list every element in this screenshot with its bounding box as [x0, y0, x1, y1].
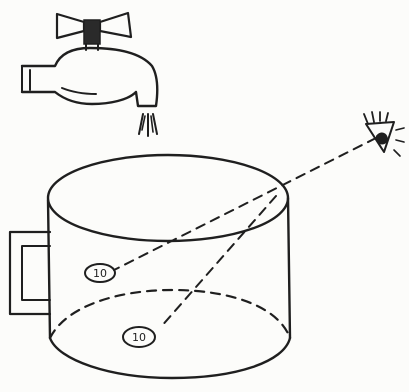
water-tap-icon [20, 11, 159, 108]
coin-label: 10 [132, 331, 146, 344]
pot-bottom-hidden-edge [48, 288, 292, 340]
cylindrical-pot [46, 153, 292, 380]
pot-handle [8, 230, 52, 316]
sight-line-to-side-coin [113, 137, 377, 271]
coin-on-bottom: 10 [122, 326, 156, 348]
sight-line-to-bottom-coin [159, 195, 277, 329]
eye-icon [363, 111, 405, 157]
sight-lines [113, 137, 377, 329]
coin-label: 10 [93, 267, 107, 280]
coin-inside-side: 10 [84, 263, 116, 283]
pot-bottom-front [48, 336, 292, 380]
pot-rim [46, 153, 290, 243]
water-drops-icon [138, 113, 158, 137]
